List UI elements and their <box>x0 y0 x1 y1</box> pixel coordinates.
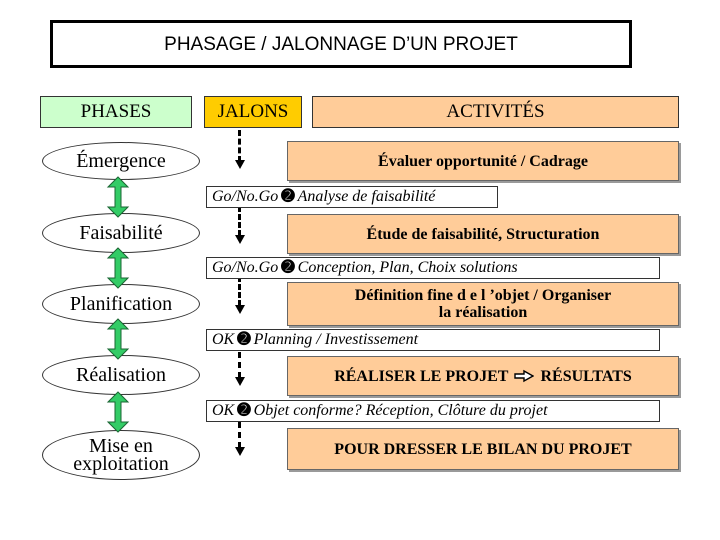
jalons-header: JALONS <box>204 96 302 128</box>
phase-emergence: Émergence <box>42 142 200 180</box>
milestone-text: Conception, Plan, Choix solutions <box>297 259 518 276</box>
milestone-dashed-line <box>238 276 244 306</box>
milestone-label: Go/No.Go <box>212 188 279 205</box>
arrow-icon: ➋ <box>237 331 251 348</box>
phases-header: PHASES <box>40 96 192 128</box>
hand-pointing-icon <box>514 369 535 383</box>
pointer-arrow-icon <box>235 160 245 169</box>
milestone-text: Planning / Investissement <box>253 331 419 348</box>
arrow-icon: ➋ <box>237 402 251 419</box>
double-arrow-icon <box>106 318 130 360</box>
pointer-arrow-icon <box>235 305 245 314</box>
pointer-arrow-icon <box>235 447 245 456</box>
pointer-arrow-icon <box>235 377 245 386</box>
milestone-label: OK <box>212 331 235 348</box>
double-arrow-icon <box>106 176 130 218</box>
milestone-text: Objet conforme? Réception, Clôture du pr… <box>253 402 548 419</box>
activity-result-label: RÉSULTATS <box>540 367 632 385</box>
double-arrow-icon <box>106 247 130 289</box>
milestone-dashed-line <box>238 206 244 236</box>
milestone-dashed-line <box>238 352 244 378</box>
phase-planification: Planification <box>42 284 200 324</box>
milestone-label: Go/No.Go <box>212 259 279 276</box>
activity-realiser: RÉALISER LE PROJET RÉSULTATS <box>287 356 679 396</box>
activity-bilan: POUR DRESSER LE BILAN DU PROJET <box>287 428 679 470</box>
double-arrow-icon <box>106 391 130 433</box>
arrow-icon: ➋ <box>281 259 295 276</box>
pointer-arrow-icon <box>235 235 245 244</box>
milestone-label: OK <box>212 402 235 419</box>
activity-etude: Étude de faisabilité, Structuration <box>287 214 679 254</box>
milestone-text: Analyse de faisabilité <box>297 188 436 205</box>
diagram-title: PHASAGE / JALONNAGE D’UN PROJET <box>50 20 632 68</box>
arrow-icon: ➋ <box>281 188 295 205</box>
milestone-dashed-line <box>238 130 244 162</box>
activites-header: ACTIVITÉS <box>312 96 679 128</box>
phase-realisation: Réalisation <box>42 355 200 395</box>
phase-faisabilite: Faisabilité <box>42 213 200 253</box>
milestone-dashed-line <box>238 422 244 448</box>
activity-definition: Définition fine d e l ’objet / Organiser… <box>287 282 679 326</box>
activity-realiser-label: RÉALISER LE PROJET <box>334 367 509 385</box>
activity-evaluer: Évaluer opportunité / Cadrage <box>287 141 679 181</box>
phase-mise-en-exploitation: Mise en exploitation <box>42 430 200 480</box>
